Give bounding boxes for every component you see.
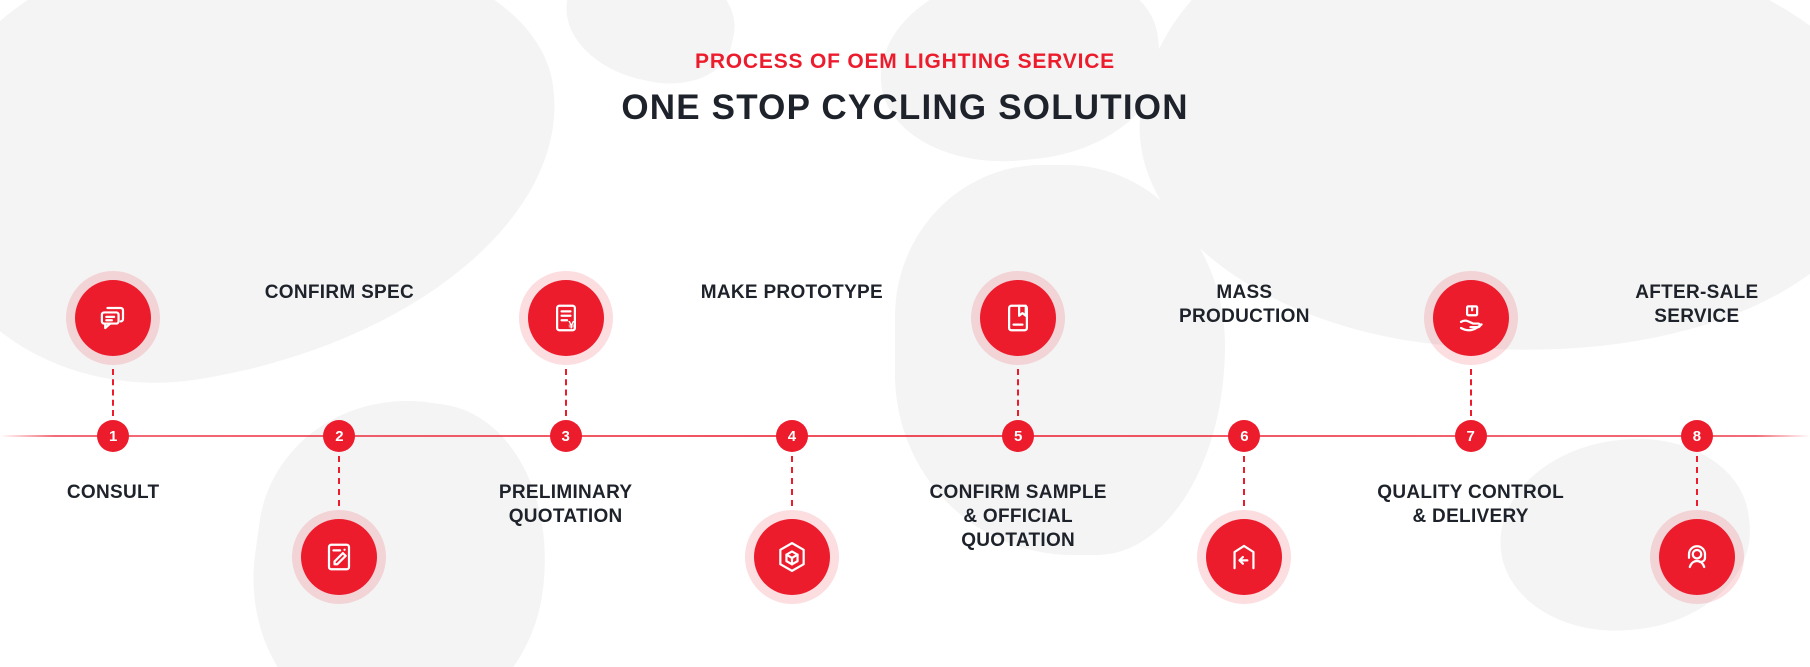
step-number-badge: 1 — [97, 420, 130, 452]
process-step-4: 4 MAKE PROTOTYPE — [679, 0, 905, 667]
step-label-line: & OFFICIAL — [963, 506, 1073, 527]
step-label-line: PRELIMINARY — [498, 482, 633, 503]
step-label-line: MAKE PROTOTYPE — [700, 282, 883, 303]
step-label-line: QUOTATION — [961, 530, 1076, 551]
step-label-line: MASS — [1216, 282, 1273, 303]
step-number-badge: 5 — [1002, 420, 1035, 452]
step-label-line: QUOTATION — [508, 506, 623, 527]
step-number-badge: 8 — [1680, 420, 1713, 452]
dashed-connector — [112, 369, 115, 416]
step-label-line: CONSULT — [66, 482, 160, 503]
step-number: 8 — [1692, 427, 1702, 445]
svg-text:¥: ¥ — [568, 320, 575, 332]
step-label: AFTER-SALE SERVICE — [1567, 281, 1810, 329]
process-step-8: 8 AFTER-SALE SERVICE — [1584, 0, 1810, 667]
step-label-line: CONFIRM SAMPLE — [929, 482, 1107, 503]
dashed-connector — [1695, 456, 1698, 506]
step-number-badge: 3 — [549, 420, 582, 452]
step-number-badge: 4 — [775, 420, 808, 452]
process-step-5: 5 CONFIRM SAMPLE & OFFICIAL QUOTATION — [905, 0, 1131, 667]
step-label: QUALITY CONTROL & DELIVERY — [1341, 481, 1601, 529]
step-label: PRELIMINARY QUOTATION — [436, 481, 696, 529]
process-step-3: ¥ 3 PRELIMINARY QUOTATION — [453, 0, 679, 667]
headset-icon — [1658, 519, 1735, 595]
process-step-7: 7 QUALITY CONTROL & DELIVERY — [1358, 0, 1584, 667]
dashed-connector — [790, 456, 793, 506]
step-label: CONSULT — [0, 481, 243, 505]
step-number: 1 — [108, 427, 118, 445]
step-number: 4 — [787, 427, 797, 445]
step-number: 5 — [1013, 427, 1023, 445]
dashed-connector — [1469, 369, 1472, 416]
step-number-badge: 6 — [1228, 420, 1261, 452]
section-title: ONE STOP CYCLING SOLUTION — [621, 88, 1189, 127]
step-number: 7 — [1466, 427, 1475, 445]
step-label-line: PRODUCTION — [1179, 306, 1310, 327]
section-subtitle: PROCESS OF OEM LIGHTING SERVICE — [695, 50, 1115, 73]
sample-book-icon — [980, 280, 1057, 356]
step-number-badge: 2 — [323, 420, 356, 452]
process-step-6: 6 MASS PRODUCTION — [1131, 0, 1357, 667]
dashed-connector — [1017, 369, 1020, 416]
dashed-connector — [564, 369, 567, 416]
step-label-line: AFTER-SALE — [1635, 282, 1759, 303]
process-step-1: 1 CONSULT — [0, 0, 226, 667]
step-label-line: & DELIVERY — [1412, 506, 1529, 527]
step-number: 3 — [561, 427, 570, 445]
dashed-connector — [1243, 456, 1246, 506]
process-step-2: 2 CONFIRM SPEC — [226, 0, 452, 667]
step-number: 6 — [1240, 427, 1249, 445]
step-label-line: QUALITY CONTROL — [1377, 482, 1564, 503]
confirm-spec-icon — [301, 519, 378, 595]
hand-box-icon — [1432, 280, 1509, 356]
step-number-badge: 7 — [1454, 420, 1487, 452]
step-label: CONFIRM SPEC — [209, 281, 469, 305]
dashed-connector — [338, 456, 341, 506]
step-number: 2 — [335, 427, 344, 445]
header: PROCESS OF OEM LIGHTING SERVICE ONE STOP… — [0, 50, 1810, 128]
step-label: MAKE PROTOTYPE — [662, 281, 922, 305]
chat-icon — [75, 280, 152, 356]
step-label-line: CONFIRM SPEC — [264, 282, 415, 303]
map-shape-africa — [895, 165, 1225, 555]
step-label: MASS PRODUCTION — [1114, 281, 1374, 329]
quotation-icon: ¥ — [527, 280, 604, 356]
prototype-icon — [753, 519, 830, 595]
timeline-line — [0, 435, 1810, 437]
factory-icon — [1206, 519, 1283, 595]
step-label-line: SERVICE — [1654, 306, 1740, 327]
step-label: CONFIRM SAMPLE & OFFICIAL QUOTATION — [888, 481, 1148, 553]
